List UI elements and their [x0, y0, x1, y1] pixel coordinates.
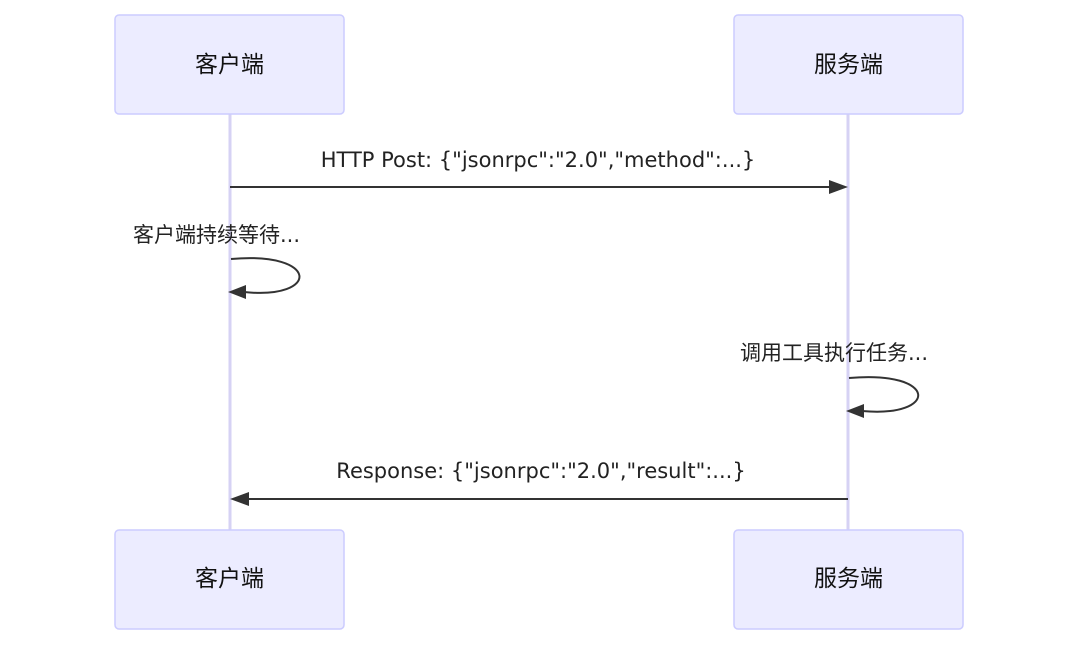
server-actor-bottom-label: 服务端 [814, 566, 883, 592]
client-actor-top: 客户端 [114, 14, 345, 115]
client-actor-top-label: 客户端 [195, 52, 264, 78]
server-exec-loop [848, 376, 920, 413]
server-actor-top-label: 服务端 [814, 52, 883, 78]
server-actor-bottom: 服务端 [733, 529, 964, 630]
client-actor-bottom: 客户端 [114, 529, 345, 630]
server-actor-top: 服务端 [733, 14, 964, 115]
client-wait-label: 客户端持续等待... [133, 223, 300, 247]
response-message-label: Response: {"jsonrpc":"2.0","result":...} [336, 459, 745, 483]
request-message-label: HTTP Post: {"jsonrpc":"2.0","method":...… [321, 148, 756, 172]
client-wait-arrow-head [228, 285, 246, 299]
client-wait-loop [230, 257, 301, 294]
client-actor-bottom-label: 客户端 [195, 566, 264, 592]
response-arrow-head [230, 492, 249, 506]
server-exec-label: 调用工具执行任务... [740, 341, 928, 365]
server-exec-arrow-head [846, 404, 864, 418]
request-arrow-head [829, 180, 848, 194]
